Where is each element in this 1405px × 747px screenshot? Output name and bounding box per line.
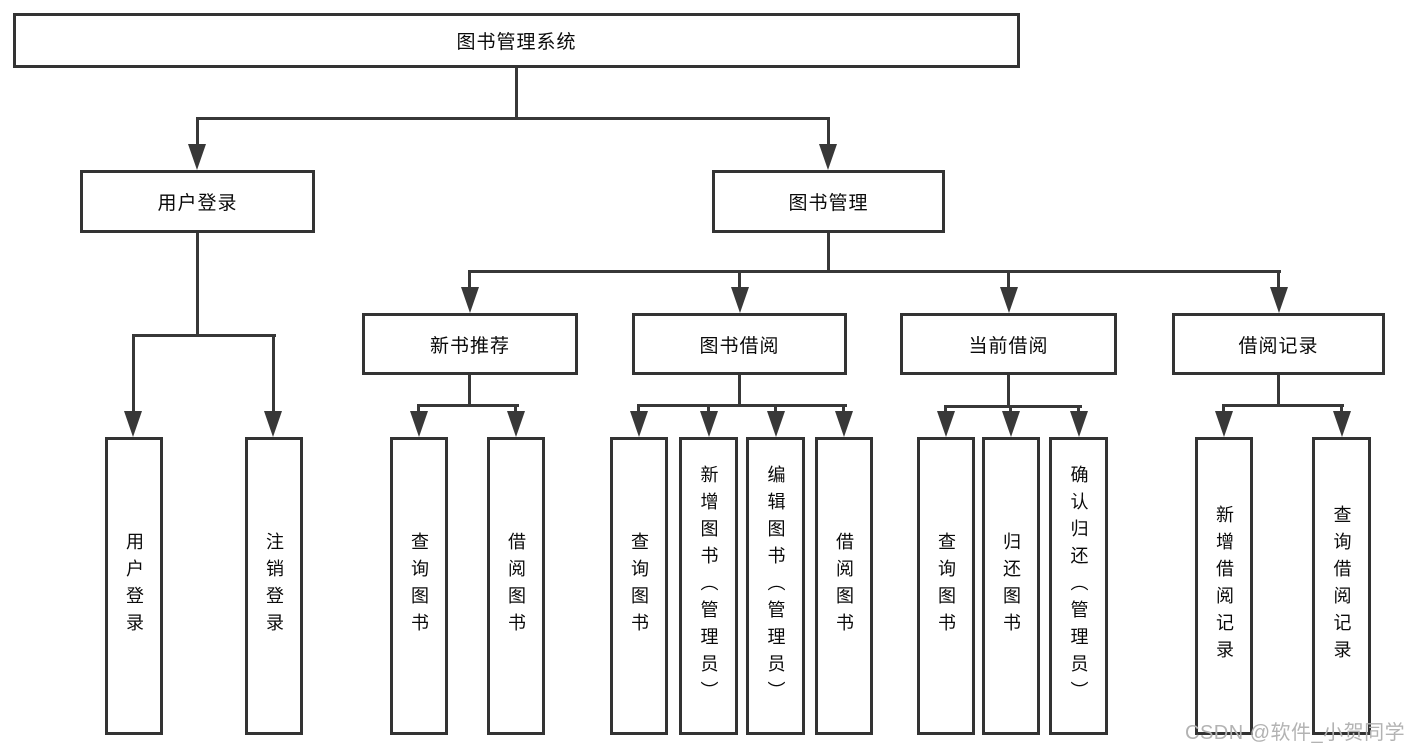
connector-drop-user-login bbox=[196, 117, 199, 147]
connector-drop bbox=[417, 404, 420, 414]
arrowhead-down-icon bbox=[264, 411, 282, 437]
connector-book-management-bus bbox=[468, 270, 1281, 273]
connector-drop-book-borrow bbox=[738, 270, 741, 290]
connector-drop-leaf-logout bbox=[272, 334, 275, 414]
arrowhead-down-icon bbox=[630, 411, 648, 437]
connector-root-stem bbox=[515, 68, 518, 120]
node-borrow-records-label: 借阅记录 bbox=[1238, 335, 1319, 357]
node-leaf-return-book-label: 归还图书 bbox=[1001, 532, 1021, 640]
node-book-borrow-label: 图书借阅 bbox=[699, 335, 780, 357]
connector-book-borrow-bus bbox=[637, 404, 847, 407]
node-leaf-query-books-recommend-label: 查询图书 bbox=[409, 532, 429, 640]
arrowhead-down-icon bbox=[700, 411, 718, 437]
connector-drop bbox=[774, 404, 777, 414]
arrowhead-down-icon bbox=[731, 287, 749, 313]
connector-drop bbox=[1077, 405, 1080, 414]
connector-drop bbox=[944, 405, 947, 414]
connector-drop bbox=[1009, 405, 1012, 414]
node-user-login-label: 用户登录 bbox=[157, 193, 238, 214]
arrowhead-down-icon bbox=[188, 144, 206, 170]
connector-drop-leaf-login bbox=[132, 334, 135, 414]
arrowhead-down-icon bbox=[1002, 411, 1020, 437]
connector-user-login-stem bbox=[196, 233, 199, 336]
arrowhead-down-icon bbox=[1000, 287, 1018, 313]
node-leaf-confirm-return-admin-label: 确认归还（管理员） bbox=[1068, 464, 1089, 708]
node-leaf-query-books-borrow-label: 查询图书 bbox=[629, 532, 649, 640]
node-leaf-query-borrow-record: 查询借阅记录 bbox=[1312, 437, 1371, 735]
node-user-login: 用户登录 bbox=[80, 170, 315, 233]
connector-drop bbox=[637, 404, 640, 414]
connector-root-bus bbox=[196, 117, 830, 120]
node-leaf-query-books-borrow: 查询图书 bbox=[610, 437, 668, 735]
connector-drop-book-management bbox=[827, 117, 830, 147]
node-leaf-borrow-books-recommend-label: 借阅图书 bbox=[506, 532, 526, 640]
arrowhead-down-icon bbox=[1070, 411, 1088, 437]
node-leaf-add-borrow-record: 新增借阅记录 bbox=[1195, 437, 1253, 735]
node-book-borrow: 图书借阅 bbox=[632, 313, 847, 375]
node-new-book-recommend: 新书推荐 bbox=[362, 313, 578, 375]
arrowhead-down-icon bbox=[124, 411, 142, 437]
connector-new-book-stem bbox=[468, 375, 471, 406]
connector-drop bbox=[1340, 404, 1343, 414]
node-current-borrow-label: 当前借阅 bbox=[968, 335, 1049, 357]
node-leaf-logout: 注销登录 bbox=[245, 437, 303, 735]
node-leaf-add-book-admin: 新增图书（管理员） bbox=[679, 437, 738, 735]
node-leaf-query-books-current-label: 查询图书 bbox=[936, 532, 956, 640]
connector-borrow-records-bus bbox=[1222, 404, 1344, 407]
node-leaf-confirm-return-admin: 确认归还（管理员） bbox=[1049, 437, 1108, 735]
arrowhead-down-icon bbox=[835, 411, 853, 437]
node-book-management-label: 图书管理 bbox=[788, 193, 869, 214]
arrowhead-down-icon bbox=[410, 411, 428, 437]
node-leaf-query-books-recommend: 查询图书 bbox=[390, 437, 448, 735]
node-root-label: 图书管理系统 bbox=[456, 32, 577, 53]
connector-drop-borrow-records bbox=[1277, 270, 1280, 290]
csdn-watermark: CSDN @软件_小贺同学 bbox=[1185, 722, 1405, 744]
connector-drop bbox=[1222, 404, 1225, 414]
node-leaf-return-book: 归还图书 bbox=[982, 437, 1040, 735]
node-leaf-user-login-label: 用户登录 bbox=[124, 532, 144, 640]
node-leaf-borrow-books-label: 借阅图书 bbox=[834, 532, 854, 640]
arrowhead-down-icon bbox=[1270, 287, 1288, 313]
node-new-book-recommend-label: 新书推荐 bbox=[429, 335, 510, 357]
node-leaf-query-books-current: 查询图书 bbox=[917, 437, 975, 735]
node-leaf-edit-book-admin: 编辑图书（管理员） bbox=[746, 437, 805, 735]
node-leaf-user-login: 用户登录 bbox=[105, 437, 163, 735]
connector-book-management-stem bbox=[827, 233, 830, 273]
connector-book-borrow-stem bbox=[738, 375, 741, 406]
connector-new-book-bus bbox=[417, 404, 519, 407]
node-leaf-logout-label: 注销登录 bbox=[264, 532, 284, 640]
arrowhead-down-icon bbox=[819, 144, 837, 170]
arrowhead-down-icon bbox=[507, 411, 525, 437]
connector-user-login-bus bbox=[132, 334, 276, 337]
node-borrow-records: 借阅记录 bbox=[1172, 313, 1385, 375]
node-leaf-borrow-books: 借阅图书 bbox=[815, 437, 873, 735]
node-leaf-add-book-admin-label: 新增图书（管理员） bbox=[698, 464, 719, 708]
node-current-borrow: 当前借阅 bbox=[900, 313, 1117, 375]
node-leaf-edit-book-admin-label: 编辑图书（管理员） bbox=[765, 464, 786, 708]
arrowhead-down-icon bbox=[1333, 411, 1351, 437]
node-leaf-add-borrow-record-label: 新增借阅记录 bbox=[1214, 505, 1234, 667]
connector-drop-current-borrow bbox=[1007, 270, 1010, 290]
connector-current-borrow-bus bbox=[944, 405, 1082, 408]
node-root: 图书管理系统 bbox=[13, 13, 1020, 68]
connector-drop bbox=[514, 404, 517, 414]
arrowhead-down-icon bbox=[461, 287, 479, 313]
arrowhead-down-icon bbox=[767, 411, 785, 437]
node-book-management: 图书管理 bbox=[712, 170, 945, 233]
connector-borrow-records-stem bbox=[1277, 375, 1280, 406]
connector-drop bbox=[707, 404, 710, 414]
node-leaf-borrow-books-recommend: 借阅图书 bbox=[487, 437, 545, 735]
node-leaf-query-borrow-record-label: 查询借阅记录 bbox=[1331, 505, 1352, 667]
connector-drop bbox=[842, 404, 845, 414]
arrowhead-down-icon bbox=[1215, 411, 1233, 437]
connector-current-borrow-stem bbox=[1007, 375, 1010, 407]
arrowhead-down-icon bbox=[937, 411, 955, 437]
connector-drop-new-book bbox=[468, 270, 471, 290]
